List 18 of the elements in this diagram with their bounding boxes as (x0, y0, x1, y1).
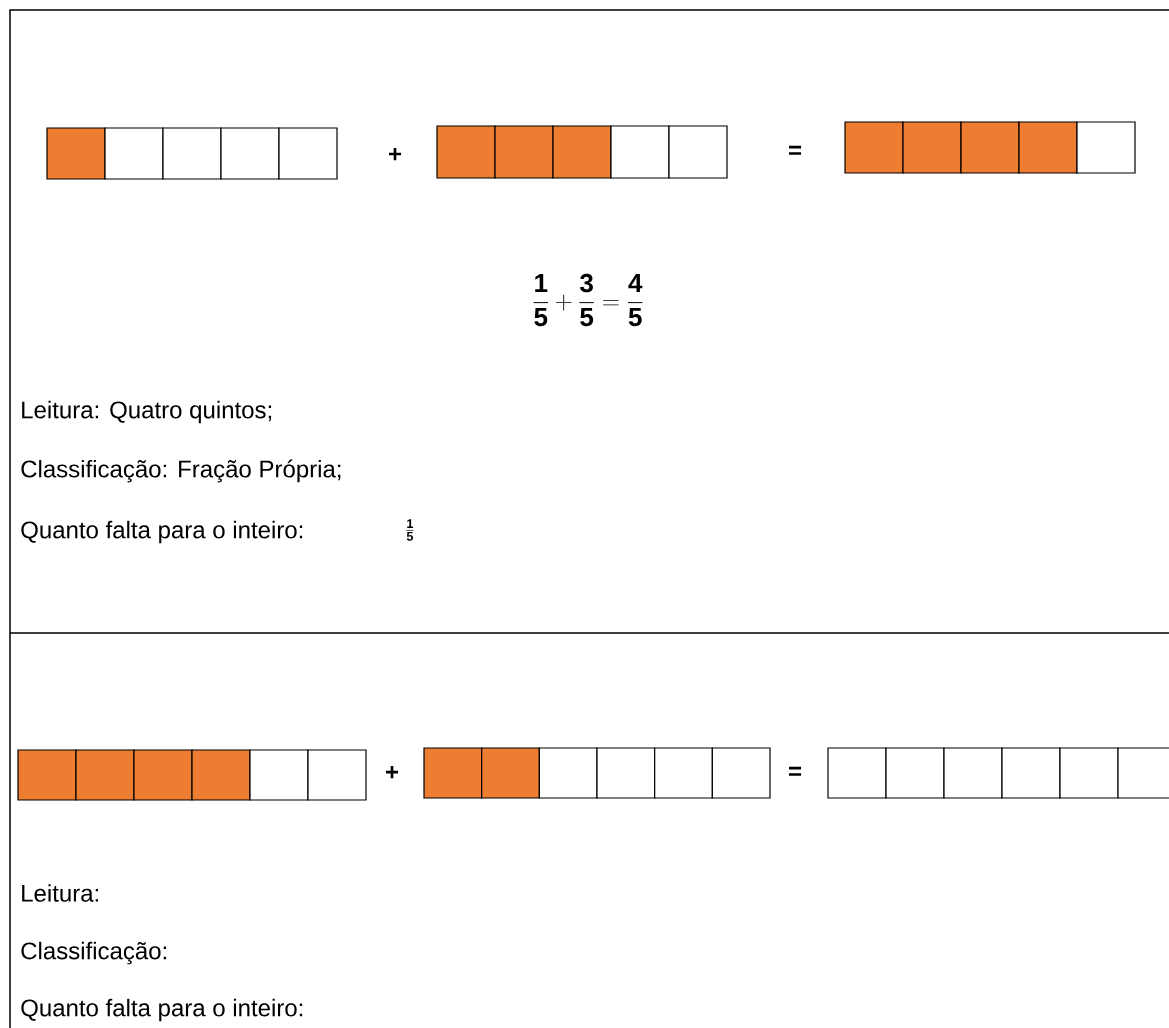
fraction-bar (46, 127, 338, 180)
fraction-equation: $\frac{\mathbf{1}}{\mathbf{5}}+\frac{\mathbf{3}}{\mathbf{5}}=\frac{\mathbf{4}}{\mathbf{5}}$ (533, 273, 643, 327)
text-line: Quanto falta para o inteiro: (21, 998, 303, 1022)
operator-sign: = (789, 145, 802, 155)
fraction-bar (423, 747, 771, 799)
fraction-bar (436, 125, 728, 179)
operator-sign: + (389, 147, 402, 161)
text-line: Leitura: (22, 884, 99, 902)
operator-sign: + (386, 766, 399, 779)
text-line: Classificação: Fração Própria; (21, 459, 341, 483)
fraction-bar (844, 121, 1136, 174)
fraction-bar (17, 749, 367, 801)
operator-sign: = (789, 766, 802, 776)
text-line: Classificação: (21, 941, 167, 965)
text-line: Leitura: Quatro quintos; (22, 400, 272, 424)
fraction: $\frac{\mathbf{1}}{\mathbf{5}}$ (406, 519, 414, 541)
fraction-bar (827, 747, 1169, 799)
text-line: Quanto falta para o inteiro: (21, 520, 303, 544)
